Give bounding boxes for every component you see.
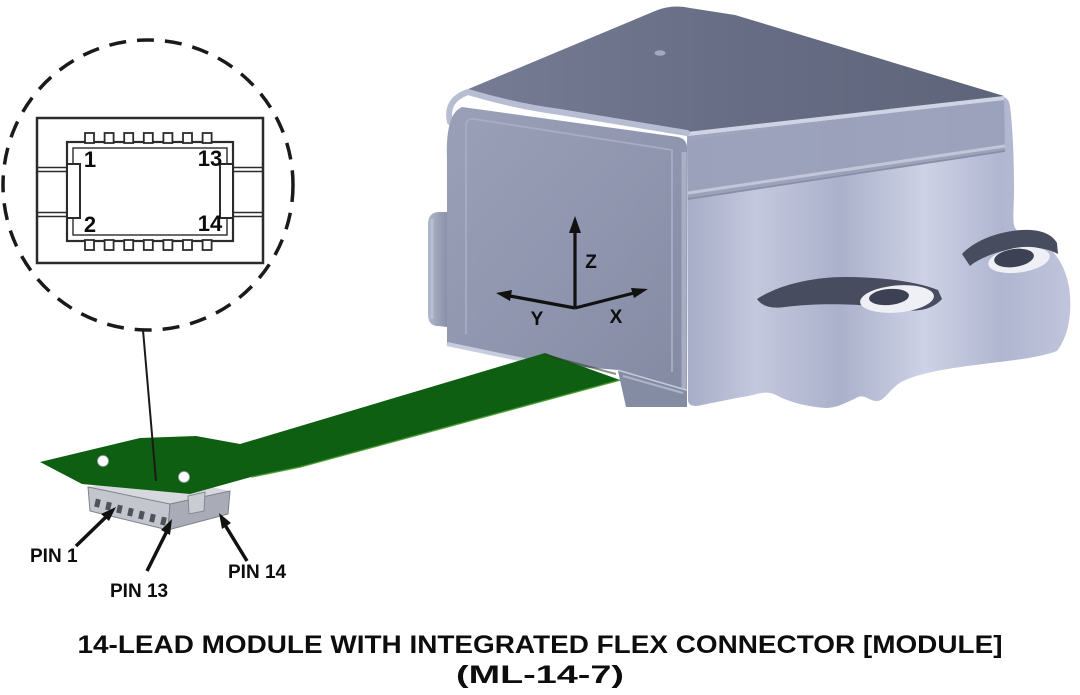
- detail-pin-number-2: 2: [84, 212, 96, 237]
- detail-pin-number-14: 14: [198, 211, 223, 236]
- caption-line1: 14-LEAD MODULE WITH INTEGRATED FLEX CONN…: [78, 631, 1003, 659]
- cover-seam-line: [687, 150, 1006, 200]
- cover-seam-highlight: [687, 144, 1006, 195]
- middle-screw-hole: [869, 288, 909, 306]
- connector-side-notch: [187, 491, 206, 515]
- pin14-label: PIN 14: [228, 562, 287, 583]
- pin13-callout-arrowhead: [161, 519, 172, 535]
- coordinate-axes: [496, 216, 648, 310]
- side-top-bevel: [686, 96, 1005, 136]
- pin1-label: PIN 1: [30, 546, 78, 567]
- axis-label-z: Z: [585, 252, 597, 273]
- detail-pin-number-1: 1: [84, 147, 96, 172]
- flex-hole-right: [178, 471, 190, 483]
- latch-tab-right: [219, 163, 234, 219]
- pin1-callout-arrowhead: [101, 507, 116, 521]
- pin13-callout-line: [145, 530, 169, 572]
- pin-callouts: PIN 1 PIN 13 PIN 14: [30, 507, 287, 602]
- detail-leader-line: [142, 329, 157, 482]
- top-face-vent-dot: [654, 50, 666, 56]
- pin14-callout-line: [223, 524, 249, 562]
- axis-y-arrowhead: [496, 290, 512, 301]
- upper-mount-shadow: [962, 229, 1058, 266]
- bottom-step-bevel: [622, 375, 684, 394]
- axis-x-line: [574, 291, 635, 310]
- upper-screw-hole: [994, 248, 1034, 268]
- connector-pins: [94, 498, 167, 526]
- flex-notch-shadow: [544, 354, 617, 375]
- pin1-callout-line: [74, 514, 109, 548]
- module-cover-seam-band: [687, 100, 1005, 200]
- detail-pin-number-13: 13: [198, 146, 222, 171]
- axis-x-arrowhead: [631, 288, 648, 298]
- flex-edge-highlight: [250, 379, 621, 478]
- lead-row-bottom: [84, 239, 213, 251]
- caption-line2: (ML-14-7): [456, 661, 624, 689]
- flex-cable-body: [40, 353, 620, 494]
- flex-hole-left: [97, 455, 109, 467]
- flex-cable: [40, 353, 621, 494]
- pin14-callout-arrowhead: [219, 513, 231, 529]
- module-3d-view: Z Y X: [428, 6, 1071, 408]
- detail-circle-view: 1 13 2 14: [1, 38, 295, 332]
- module-top-face: [466, 6, 1004, 132]
- axis-label-x: X: [610, 307, 623, 328]
- cover-lip: [446, 88, 690, 136]
- latch-channels: [37, 166, 263, 218]
- axis-label-y: Y: [531, 309, 544, 330]
- lead-row-top: [84, 132, 213, 144]
- latch-tab-left: [66, 163, 81, 219]
- pin13-label: PIN 13: [110, 581, 168, 602]
- axis-z-arrowhead: [569, 216, 581, 233]
- module-front-face: [446, 107, 687, 390]
- front-face-inset-bevel: [465, 117, 673, 372]
- axis-y-line: [509, 294, 576, 310]
